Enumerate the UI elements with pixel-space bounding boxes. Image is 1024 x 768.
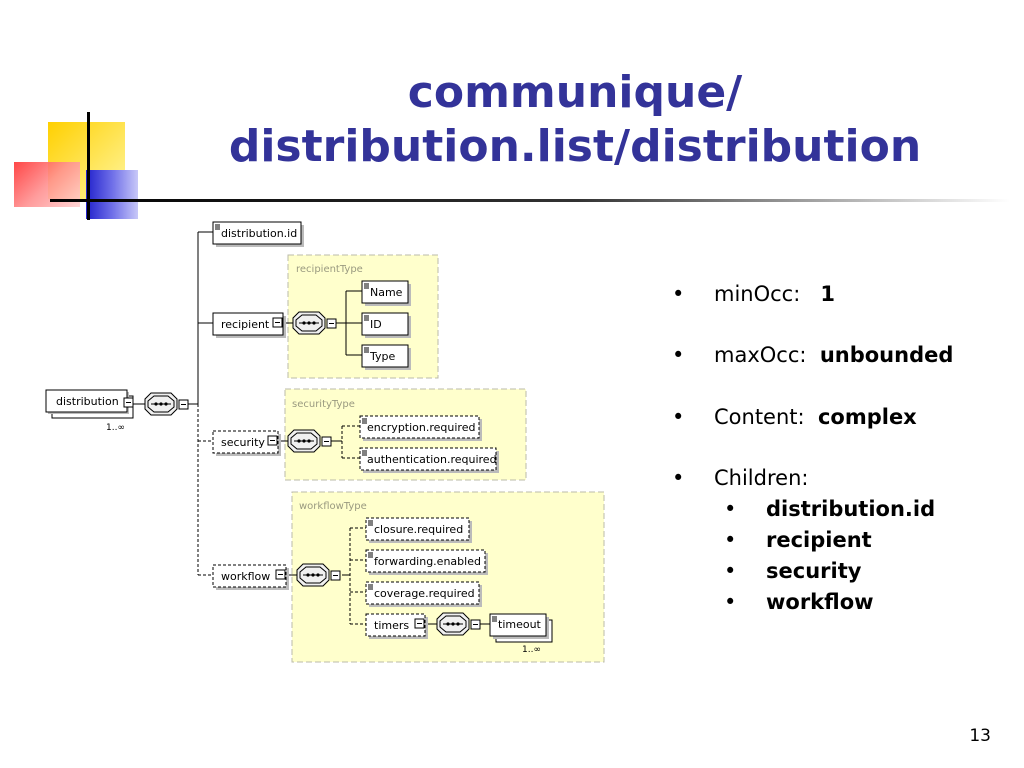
bullet-icon: • (672, 405, 685, 429)
bullet-icon: • (724, 590, 737, 614)
title-rule (50, 199, 1010, 202)
distribution-label: distribution (56, 395, 119, 408)
workflow-type-label: workflowType (299, 501, 367, 512)
content-label: Content: (714, 405, 805, 429)
workflow-sequence-compositor (296, 563, 341, 587)
authentication-required-element[interactable]: authentication.required (359, 447, 499, 473)
children-item-label: recipient (766, 528, 872, 552)
connector-lines (133, 231, 490, 625)
bullet-icon: • (672, 343, 685, 367)
security-sequence-compositor (287, 429, 332, 453)
recipient-name-label: Name (370, 286, 403, 299)
recipient-type-label: recipientType (296, 264, 363, 275)
bullet-icon: • (724, 497, 737, 521)
distribution-id-element[interactable]: distribution.id (212, 221, 304, 247)
recipient-type-element[interactable]: Type (361, 344, 411, 370)
timeout-label: timeout (498, 618, 542, 631)
children-item-label: security (766, 559, 862, 583)
timers-element[interactable]: timers (365, 613, 428, 639)
encryption-required-label: encryption.required (367, 421, 475, 434)
workflow-label: workflow (221, 570, 270, 583)
distribution-element[interactable]: distribution 1..∞ (45, 389, 134, 433)
minocc-label: minOcc: (714, 282, 801, 306)
closure-required-label: closure.required (374, 523, 463, 536)
distribution-id-label: distribution.id (221, 227, 297, 240)
bullet-icon: • (724, 528, 737, 552)
coverage-required-label: coverage.required (374, 587, 475, 600)
maxocc-label: maxOcc: (714, 343, 807, 367)
page-title: communique/ distribution.list/distributi… (150, 66, 1000, 174)
deco-vertical-line (87, 112, 90, 220)
security-label: security (221, 436, 265, 449)
bullet-icon: • (672, 282, 685, 306)
page-number: 13 (969, 726, 991, 746)
title-line-2: distribution.list/distribution (228, 121, 922, 172)
content-value: complex (817, 405, 917, 429)
bullet-icon: • (724, 559, 737, 583)
distribution-occurs: 1..∞ (106, 423, 125, 433)
forwarding-enabled-element[interactable]: forwarding.enabled (365, 549, 488, 575)
recipient-label: recipient (221, 318, 270, 331)
recipient-element[interactable]: recipient (212, 312, 286, 338)
timers-label: timers (374, 619, 409, 632)
bullet-icon: • (672, 466, 685, 490)
timeout-occurs: 1..∞ (522, 645, 541, 655)
workflow-element[interactable]: workflow (212, 564, 289, 590)
closure-required-element[interactable]: closure.required (365, 517, 472, 543)
authentication-required-label: authentication.required (367, 453, 497, 466)
children-label: Children: (714, 466, 809, 490)
maxocc-value: unbounded (819, 343, 954, 367)
timers-sequence-compositor (436, 612, 481, 636)
children-item-label: workflow (766, 590, 874, 614)
encryption-required-element[interactable]: encryption.required (359, 415, 482, 441)
recipient-sequence-compositor (292, 311, 337, 335)
children-item-label: distribution.id (766, 497, 936, 521)
recipient-type-child-label: Type (369, 350, 395, 363)
timeout-element[interactable]: timeout 1..∞ (489, 613, 553, 655)
security-type-label: securityType (292, 399, 355, 410)
root-sequence-compositor (144, 392, 189, 416)
recipient-id-label: ID (370, 318, 382, 331)
deco-blue-square (86, 170, 138, 219)
minocc-value: 1 (820, 282, 835, 306)
recipient-name-element[interactable]: Name (361, 280, 411, 306)
title-line-1: communique/ (407, 67, 743, 118)
coverage-required-element[interactable]: coverage.required (365, 581, 482, 607)
forwarding-enabled-label: forwarding.enabled (374, 555, 481, 568)
security-element[interactable]: security (212, 430, 281, 456)
recipient-id-element[interactable]: ID (361, 312, 411, 338)
